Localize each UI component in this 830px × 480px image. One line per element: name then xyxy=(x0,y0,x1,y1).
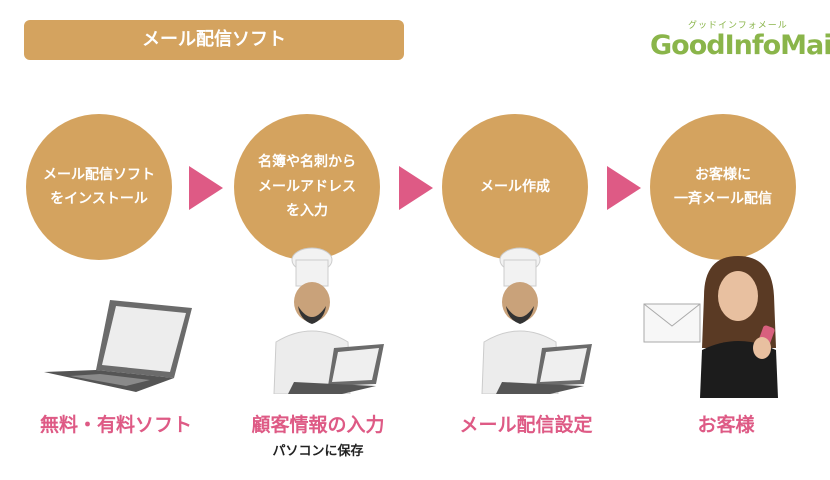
step-1-text: メール配信ソフト をインストール xyxy=(43,166,155,208)
step-3-text: メール作成 xyxy=(480,178,550,195)
logo-kana: グッドインフォメール xyxy=(688,21,788,31)
arrow-right-icon xyxy=(189,166,223,210)
page-title: メール配信ソフト xyxy=(24,20,404,60)
logo-name: GoodInfoMail xyxy=(650,30,830,61)
woman-with-phone-icon xyxy=(700,256,778,398)
arrow-right-icon xyxy=(607,166,641,210)
step-3-circle: メール作成 xyxy=(442,114,588,260)
step-2-label: 顧客情報の入力 xyxy=(251,414,385,436)
envelope-icon xyxy=(643,303,701,343)
step-2-text: 名簿や名刺から メールアドレス を入力 xyxy=(258,154,356,220)
step-1-label: 無料・有料ソフト xyxy=(39,414,192,436)
logo: グッドインフォメール GoodInfoMail xyxy=(650,16,830,68)
step-4-label: お客様 xyxy=(697,414,755,436)
chef-with-laptop-icon xyxy=(273,247,384,394)
step-2-sublabel: パソコンに保存 xyxy=(272,444,364,459)
step-4-text: お客様に 一斉メール配信 xyxy=(674,166,772,208)
step-1-circle: メール配信ソフト をインストール xyxy=(26,114,172,260)
step-2-circle: 名簿や名刺から メールアドレス を入力 xyxy=(234,114,380,260)
step-3-label: メール配信設定 xyxy=(459,414,593,436)
step-4-circle: お客様に 一斉メール配信 xyxy=(650,114,796,260)
chef-with-laptop-icon xyxy=(481,247,592,394)
arrow-right-icon xyxy=(399,166,433,210)
laptop-icon xyxy=(44,300,192,392)
